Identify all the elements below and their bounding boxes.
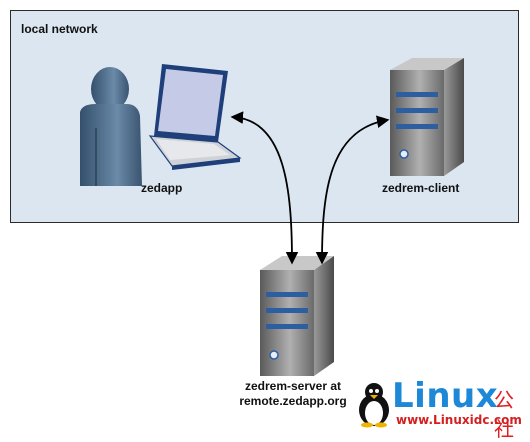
arrow-client-server xyxy=(315,115,390,265)
watermark: Linux 公社 www.Linuxidc.com xyxy=(356,376,526,441)
server-label-line1: zedrem-server at xyxy=(244,379,342,393)
zone-label: local network xyxy=(21,22,98,36)
zedapp-label: zedapp xyxy=(141,181,183,195)
arrow-zedapp-server xyxy=(230,111,299,265)
client-label: zedrem-client xyxy=(382,181,460,195)
user-icon xyxy=(80,67,142,186)
watermark-url: www.Linuxidc.com xyxy=(396,413,522,427)
laptop-icon xyxy=(148,64,242,170)
client-server-icon xyxy=(390,58,464,176)
server-label-line2: remote.zedapp.org xyxy=(239,394,347,408)
watermark-brand: Linux xyxy=(392,376,499,416)
remote-server-icon xyxy=(260,256,334,376)
penguin-icon xyxy=(359,383,389,428)
server-label: zedrem-server at remote.zedapp.org xyxy=(232,379,354,409)
